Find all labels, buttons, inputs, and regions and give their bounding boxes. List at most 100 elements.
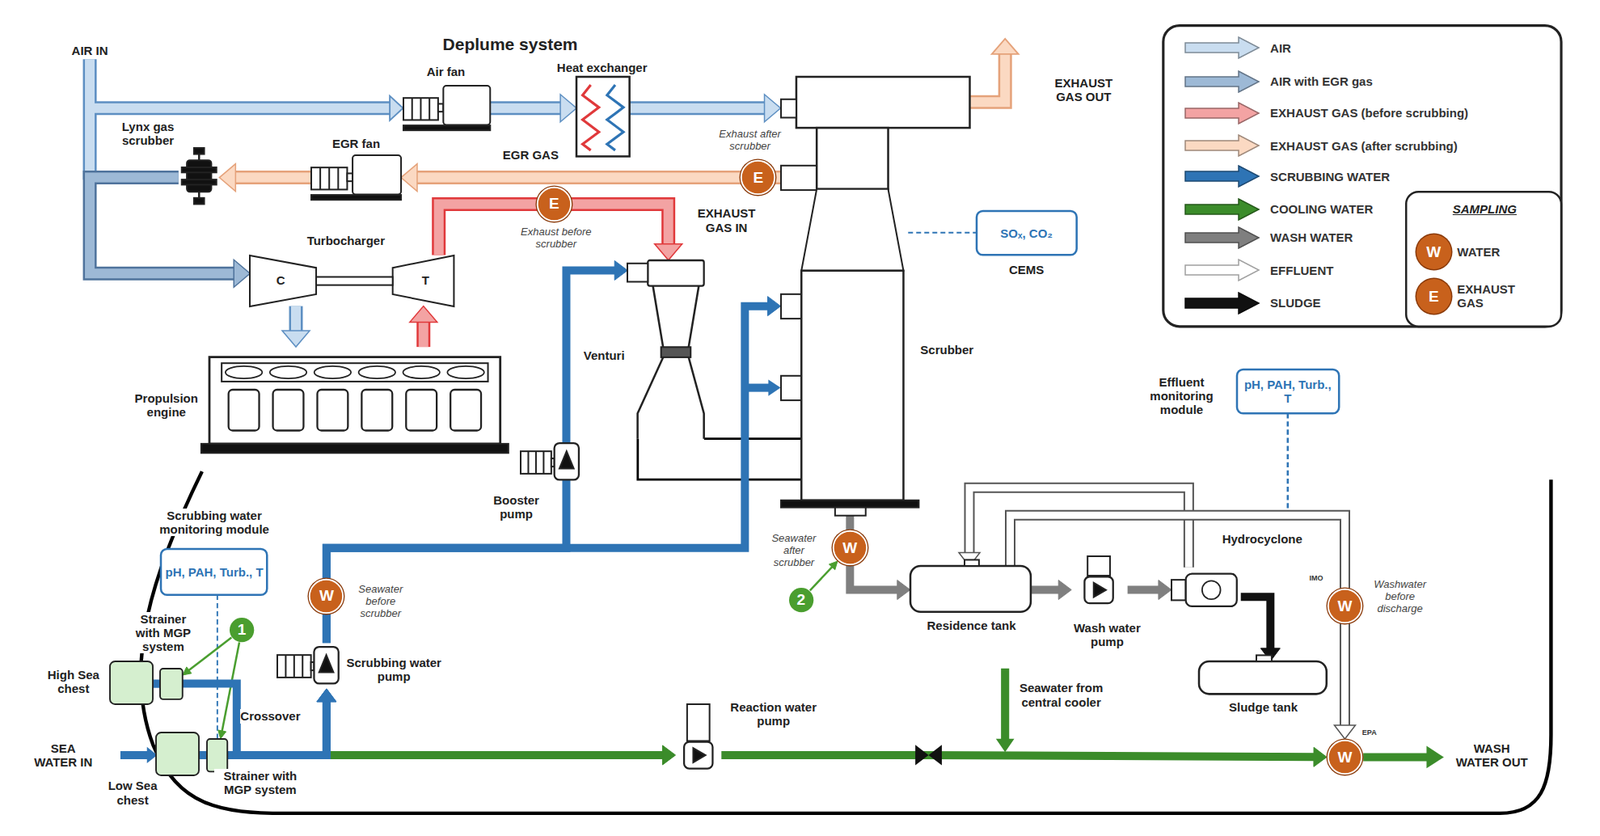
venturi-part xyxy=(647,260,704,287)
air-fan-part xyxy=(410,98,413,121)
legend-text: SLUDGE xyxy=(1270,295,1322,310)
scrubbing-water-pump-shape-group xyxy=(277,646,339,684)
gas-scrubber-part xyxy=(194,147,205,155)
pipe-line xyxy=(721,755,1317,757)
legend-text: EXHAUST GAS (before scrubbing) xyxy=(1270,105,1469,120)
scrubber-tower-part xyxy=(781,164,817,190)
venturi-shape xyxy=(627,260,705,440)
scrubbing-water-pump-part xyxy=(277,654,312,678)
callout-number-part xyxy=(789,587,814,613)
egr-fan-part xyxy=(337,167,339,190)
strainer: Strainer with MGP system xyxy=(160,668,183,700)
propulsion-engine-part xyxy=(221,363,488,382)
node-label: Reaction water pump xyxy=(722,700,825,729)
legend-swatch xyxy=(1183,198,1261,221)
scrubbing-water-pump-part xyxy=(285,654,288,678)
air-fan-part xyxy=(428,98,431,121)
sampling-point: W xyxy=(1327,739,1363,775)
flow-label: SEA WATER IN xyxy=(29,741,98,770)
node-label: CEMS xyxy=(996,262,1058,277)
propulsion-engine-part xyxy=(450,389,482,431)
egr-fan-part xyxy=(311,194,402,200)
legend-text: WATER xyxy=(1456,244,1519,259)
callout-number: 1 xyxy=(229,617,254,642)
cooler-seawater-arrowhead xyxy=(996,738,1015,752)
propulsion-engine-part xyxy=(361,389,393,431)
node-text: E xyxy=(548,194,560,213)
node-label: High Sea chest xyxy=(45,667,102,697)
legend-swatch xyxy=(1183,134,1261,157)
scrubber-tower-part xyxy=(781,293,802,318)
node-label: Air fan xyxy=(405,64,487,79)
flow-pipe xyxy=(89,177,250,288)
arrowhead xyxy=(233,259,250,288)
sea-chest-shape-group xyxy=(156,732,199,776)
legend-swatch-arrow xyxy=(1185,227,1259,249)
arrowhead xyxy=(316,688,337,702)
pipe-fill xyxy=(232,173,312,183)
air-pipe-outline xyxy=(89,59,393,180)
node-text: E xyxy=(752,168,764,187)
callout-number: 2 xyxy=(789,587,814,613)
sampling-point: W xyxy=(308,578,344,614)
node-text: W xyxy=(1337,748,1352,767)
legend-swatch-arrow xyxy=(1185,292,1259,314)
strainer-shape xyxy=(160,668,183,700)
legend-swatch xyxy=(1183,70,1261,93)
propulsion-engine-part xyxy=(201,443,509,453)
node-text: pH, PAH, Turb., T xyxy=(160,563,267,581)
venturi-part xyxy=(637,285,705,439)
venturi-shape-group xyxy=(627,260,705,440)
sampling-point-shape-group xyxy=(535,185,573,223)
legend-text: WASH WATER xyxy=(1270,230,1353,245)
scrubbing-water-pump: Scrubbing water pump xyxy=(277,642,345,689)
booster-pump-part xyxy=(535,451,537,474)
egr-fan-part xyxy=(319,167,321,190)
flow-pipe xyxy=(409,306,438,347)
node-text: W xyxy=(319,586,334,605)
scrubber-tower-part xyxy=(834,506,866,516)
pipe-outline xyxy=(969,487,1189,567)
flow-pipe xyxy=(1241,596,1281,662)
flow-pipe xyxy=(326,296,782,643)
arrowhead xyxy=(897,580,911,600)
node-label: Scrubbing water monitoring module xyxy=(135,508,294,537)
node-label: Propulsion engine xyxy=(127,391,205,420)
arrowhead xyxy=(560,94,577,123)
sampling-point-part xyxy=(833,531,867,565)
callout-number-shape-group xyxy=(229,617,254,642)
air-fan-part xyxy=(403,126,490,131)
booster-pump-part xyxy=(559,451,575,469)
legend-heading: SAMPLING xyxy=(1423,202,1546,216)
hydrocyclone-shape xyxy=(1171,567,1242,613)
sampling-point-part xyxy=(1325,738,1364,777)
sea-chest-shape-group xyxy=(109,661,153,705)
sea-chest-part xyxy=(156,732,199,776)
arrowhead xyxy=(958,552,980,566)
part-letter: C xyxy=(270,273,291,288)
legend-entry: SLUDGE xyxy=(1183,291,1322,315)
flow-pipe xyxy=(182,683,337,756)
flow-label: AIR IN xyxy=(54,43,126,58)
residence-tank-part xyxy=(910,565,1031,613)
legend-swatch xyxy=(1183,226,1261,250)
egr-fan-shape xyxy=(311,152,402,203)
legend-text: EXHAUST GAS xyxy=(1456,282,1519,311)
sampling-point: E xyxy=(536,186,572,222)
node-label: Strainer with MGP system xyxy=(214,768,307,798)
wash-water-pump-shape xyxy=(1071,556,1128,608)
turbocharger-part xyxy=(316,276,393,285)
exhaust-out-pipe xyxy=(969,53,1005,103)
arrowhead xyxy=(219,164,236,192)
hydrocyclone: Hydrocyclone xyxy=(1171,567,1242,613)
reaction-water-pump-shape xyxy=(675,704,722,778)
sludge-tank-shape-group xyxy=(1198,654,1327,694)
wash-water-pump-shape-group xyxy=(1084,556,1114,604)
hydrocyclone-part xyxy=(1202,580,1221,600)
foreground-group xyxy=(915,668,1444,769)
scrubber-tower: Scrubber xyxy=(781,76,909,516)
propulsion-engine-part xyxy=(358,366,395,379)
arrowhead xyxy=(654,244,683,261)
wash-water-out-pipe xyxy=(1363,752,1429,761)
air-fan-shape-group xyxy=(403,86,490,131)
